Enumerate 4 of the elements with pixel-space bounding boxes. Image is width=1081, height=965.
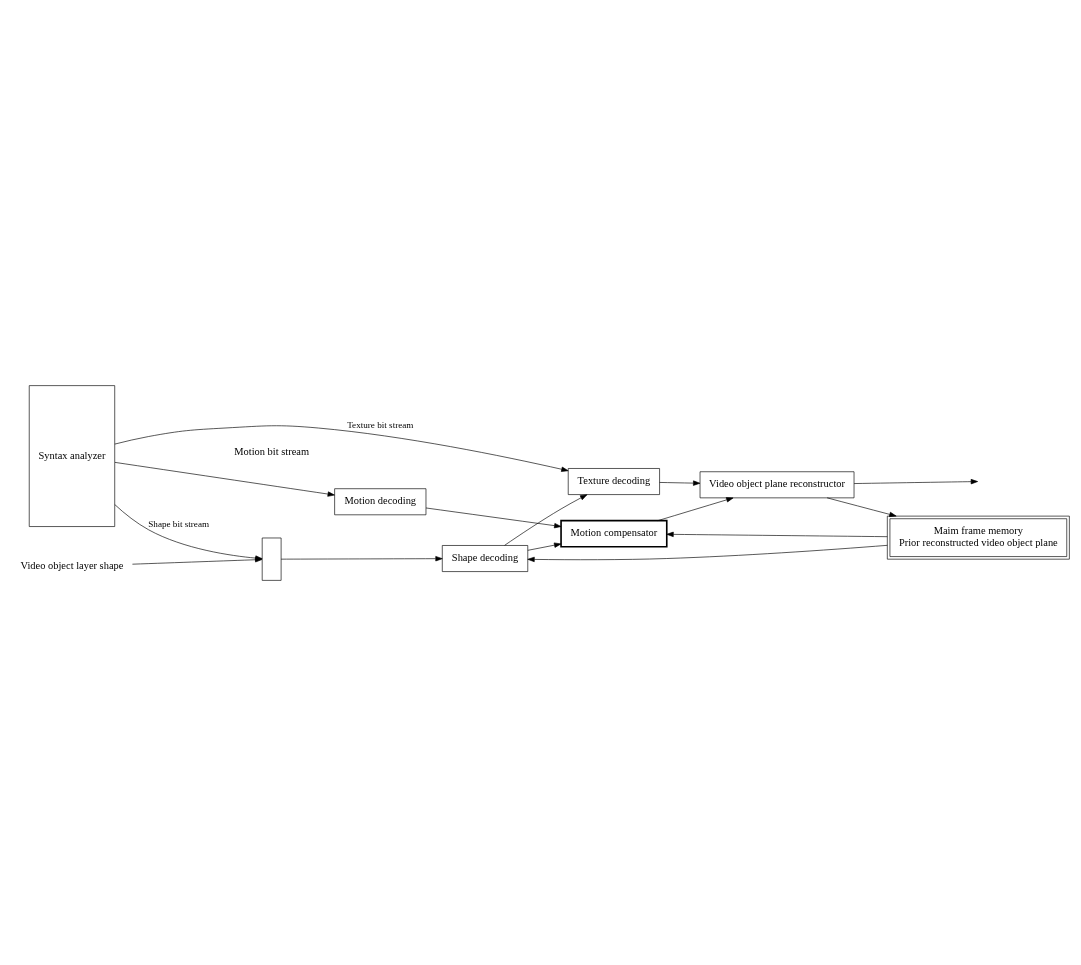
edge-label: Texture bit stream xyxy=(347,419,414,429)
label: Motion bit stream xyxy=(234,445,310,457)
node-text: Video object layer shape xyxy=(20,559,124,571)
edge-label: Shape bit stream xyxy=(148,518,210,529)
